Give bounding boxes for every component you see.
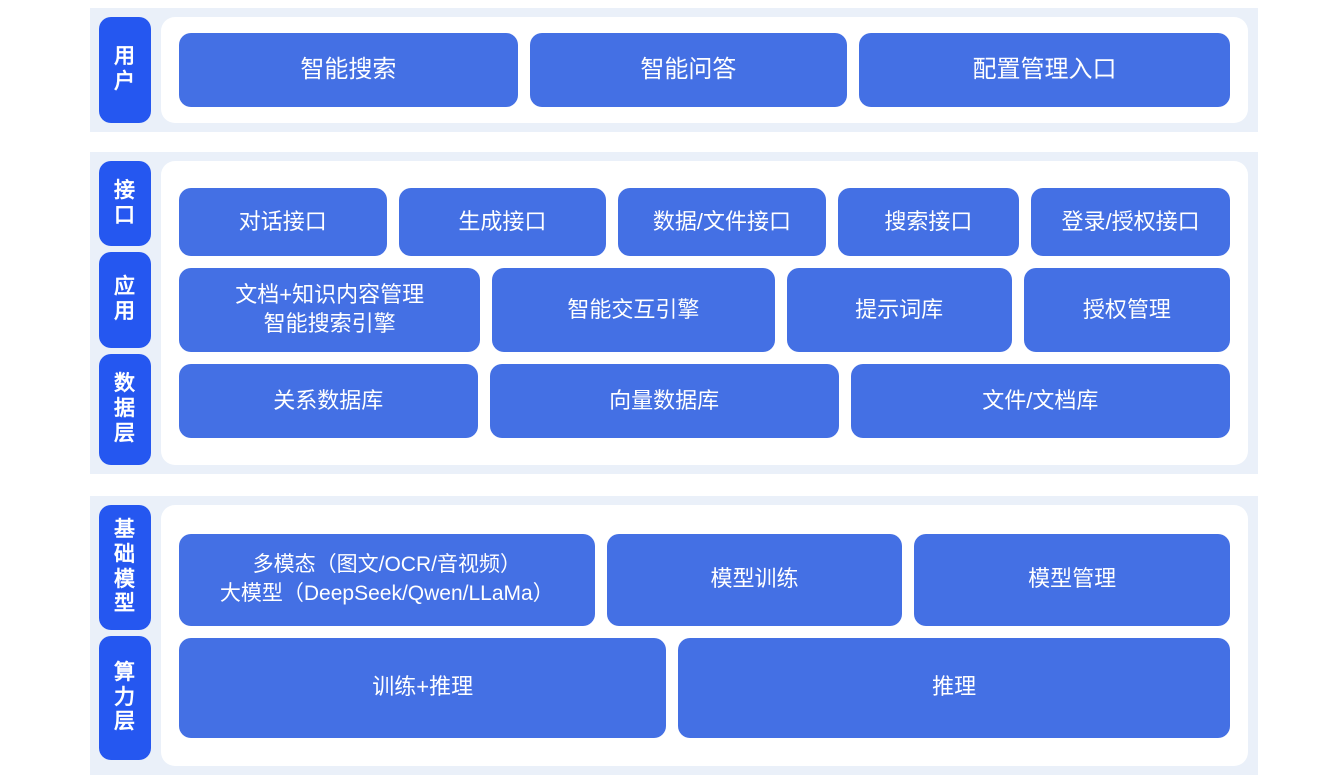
rail-label-compute-layer: 算力层 (99, 636, 151, 760)
box-data-file-api[interactable]: 数据/文件接口 (618, 188, 826, 256)
card-user: 智能搜索 智能问答 配置管理入口 (161, 17, 1248, 123)
box-dialog-api[interactable]: 对话接口 (179, 188, 387, 256)
rail-label-foundation-model: 基础模型 (99, 505, 151, 630)
row-foundation-model: 多模态（图文/OCR/音视频） 大模型（DeepSeek/Qwen/LLaMa）… (179, 533, 1230, 626)
box-config-management-entry[interactable]: 配置管理入口 (858, 33, 1230, 107)
row-user-entry: 智能搜索 智能问答 配置管理入口 (179, 33, 1230, 107)
box-authorization-management[interactable]: 授权管理 (1023, 268, 1230, 352)
box-intelligent-search[interactable]: 智能搜索 (179, 33, 518, 107)
rail-label-data-layer: 数据层 (99, 353, 151, 465)
section-middle: 接口 应用 数据层 对话接口 生成接口 数据/文件接口 搜索接口 登录/授权接口… (90, 152, 1258, 474)
row-application: 文档+知识内容管理 智能搜索引擎 智能交互引擎 提示词库 授权管理 (179, 268, 1230, 352)
row-compute-layer: 训练+推理 推理 (179, 637, 1230, 738)
box-search-api[interactable]: 搜索接口 (837, 188, 1020, 256)
box-login-auth-api[interactable]: 登录/授权接口 (1031, 188, 1230, 256)
box-interaction-engine[interactable]: 智能交互引擎 (492, 268, 775, 352)
box-training-inference[interactable]: 训练+推理 (179, 637, 667, 738)
section-infra: 基础模型 算力层 多模态（图文/OCR/音视频） 大模型（DeepSeek/Qw… (90, 496, 1258, 775)
box-intelligent-qa[interactable]: 智能问答 (529, 33, 847, 107)
box-model-training[interactable]: 模型训练 (606, 533, 903, 626)
box-multimodal-large-model[interactable]: 多模态（图文/OCR/音视频） 大模型（DeepSeek/Qwen/LLaMa） (179, 533, 595, 626)
rail-label-application: 应用 (99, 252, 151, 348)
rail-infra: 基础模型 算力层 (90, 496, 155, 775)
box-file-document-store[interactable]: 文件/文档库 (850, 364, 1230, 438)
box-generation-api[interactable]: 生成接口 (398, 188, 607, 256)
box-inference[interactable]: 推理 (678, 637, 1230, 738)
card-middle: 对话接口 生成接口 数据/文件接口 搜索接口 登录/授权接口 文档+知识内容管理… (161, 161, 1248, 465)
box-relational-database[interactable]: 关系数据库 (179, 364, 478, 438)
rail-label-user: 用户 (99, 17, 151, 123)
row-data-layer: 关系数据库 向量数据库 文件/文档库 (179, 364, 1230, 438)
section-user: 用户 智能搜索 智能问答 配置管理入口 (90, 8, 1258, 132)
card-infra: 多模态（图文/OCR/音视频） 大模型（DeepSeek/Qwen/LLaMa）… (161, 505, 1248, 766)
box-prompt-library[interactable]: 提示词库 (786, 268, 1012, 352)
box-doc-knowledge-management[interactable]: 文档+知识内容管理 智能搜索引擎 (179, 268, 481, 352)
row-api: 对话接口 生成接口 数据/文件接口 搜索接口 登录/授权接口 (179, 188, 1230, 256)
box-model-management[interactable]: 模型管理 (914, 533, 1230, 626)
rail-label-interface: 接口 (99, 161, 151, 247)
rail-middle: 接口 应用 数据层 (90, 152, 155, 474)
box-vector-database[interactable]: 向量数据库 (489, 364, 839, 438)
rail-user: 用户 (90, 8, 155, 132)
